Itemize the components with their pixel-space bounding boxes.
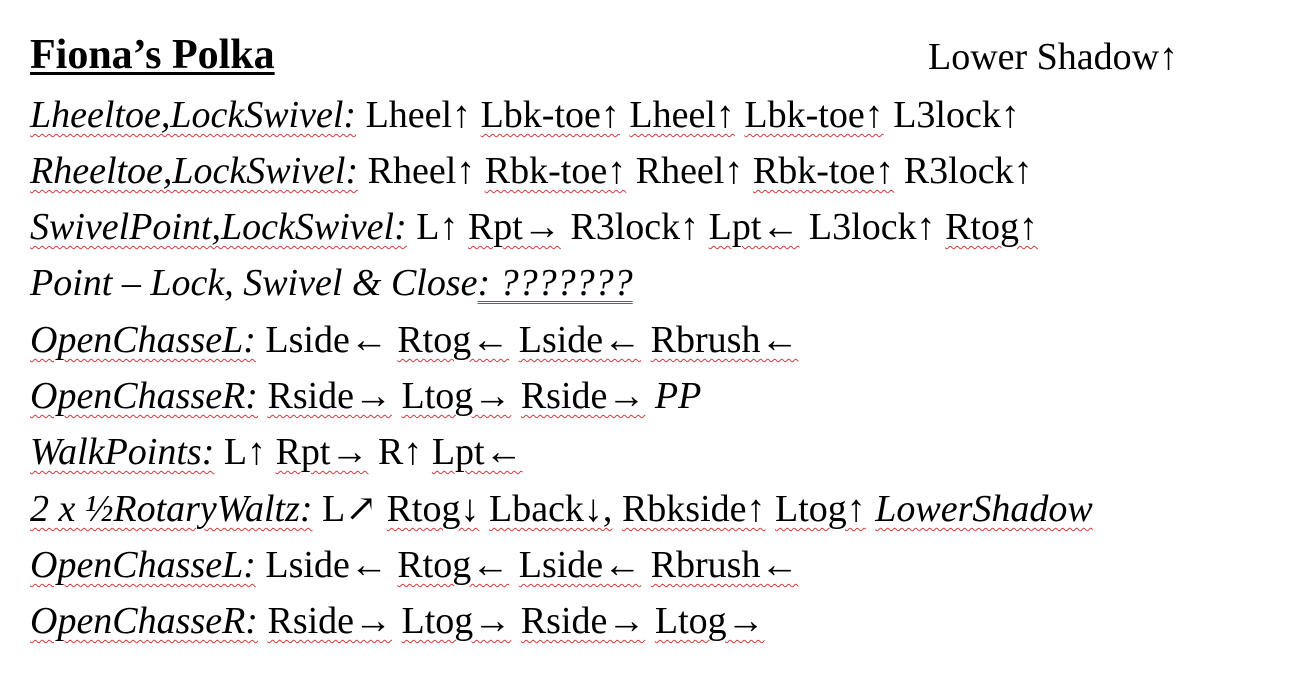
- step: Rtog←: [397, 319, 510, 361]
- figure-label: WalkPoints:: [30, 431, 215, 473]
- step: Lbk-toe↑: [480, 94, 620, 136]
- step: Ltog→: [401, 600, 512, 642]
- step: Rtog↓: [386, 488, 480, 530]
- step: Lbk-toe↑: [744, 94, 884, 136]
- lower-shadow-note: Lower Shadow↑: [928, 36, 1179, 78]
- step: Rheel↑: [635, 150, 744, 192]
- unknown-steps: : ???????: [477, 262, 633, 304]
- step: Lside←: [265, 319, 388, 361]
- figure-label: OpenChasseL:: [30, 319, 256, 361]
- step: Ltog→: [654, 600, 765, 642]
- figure-label: OpenChasseR:: [30, 600, 258, 642]
- figure-label: Lheeltoe,LockSwivel:: [30, 94, 357, 136]
- document-title: Fiona’s Polka: [30, 32, 275, 78]
- figure-label: 2 x ½RotaryWaltz:: [30, 488, 313, 530]
- step: Rbrush←: [650, 544, 799, 586]
- figure-label: Point – Lock, Swivel & Close: [30, 262, 478, 304]
- step-line-5: OpenChasseL: Lside← Rtog← Lside← Rbrush←: [30, 317, 798, 363]
- step-line-6: OpenChasseR: Rside→ Ltog→ Rside→ PP: [30, 373, 701, 419]
- step: Lpt←: [431, 431, 523, 473]
- step: L↑: [416, 206, 459, 248]
- step-line-1: Lheeltoe,LockSwivel: Lheel↑ Lbk-toe↑ Lhe…: [30, 92, 1020, 138]
- step: Lback↓,: [488, 488, 613, 530]
- step: Lside←: [265, 544, 388, 586]
- step: R3lock↑: [903, 150, 1033, 192]
- step: Rpt→: [275, 431, 369, 473]
- step: Rside→: [267, 375, 393, 417]
- step-line-4: Point – Lock, Swivel & Close: ???????: [30, 260, 633, 306]
- step: Rbk-toe↑: [752, 150, 895, 192]
- step: Lpt←: [708, 206, 800, 248]
- step-line-8: 2 x ½RotaryWaltz: L↗ Rtog↓ Lback↓, Rbksi…: [30, 486, 1093, 532]
- step: Rbk-toe↑: [484, 150, 627, 192]
- step: Rbrush←: [650, 319, 799, 361]
- step: L↑: [223, 431, 267, 473]
- step: Rside→: [520, 375, 646, 417]
- step: Ltog↑: [775, 488, 866, 530]
- step: L3lock↑: [893, 94, 1020, 136]
- step: L↗: [322, 488, 378, 530]
- step: Rpt→: [467, 206, 561, 248]
- step: Rside→: [520, 600, 646, 642]
- step: Lside←: [518, 319, 642, 361]
- step-note: PP: [654, 375, 702, 417]
- step: R3lock↑: [570, 206, 700, 248]
- step: Rheel↑: [367, 150, 476, 192]
- step: L3lock↑: [808, 206, 936, 248]
- figure-label: SwivelPoint,LockSwivel:: [30, 206, 407, 248]
- step: Rtog←: [397, 544, 510, 586]
- step-line-2: Rheeltoe,LockSwivel: Rheel↑ Rbk-toe↑ Rhe…: [30, 148, 1033, 194]
- step: Lside←: [518, 544, 642, 586]
- step-note: LowerShadow: [875, 488, 1093, 530]
- step: Rside→: [267, 600, 393, 642]
- step: Rtog↑: [945, 206, 1038, 248]
- step: Lheel↑: [365, 94, 472, 136]
- step: Ltog→: [401, 375, 512, 417]
- figure-label: OpenChasseL:: [30, 544, 256, 586]
- step-line-7: WalkPoints: L↑ Rpt→ R↑ Lpt←: [30, 429, 523, 475]
- step: Rbkside↑: [621, 488, 766, 530]
- step: Lheel↑: [629, 94, 735, 136]
- figure-label: OpenChasseR:: [30, 375, 258, 417]
- step-line-9: OpenChasseL: Lside← Rtog← Lside← Rbrush←: [30, 542, 798, 588]
- step: R↑: [377, 431, 423, 473]
- step-line-10: OpenChasseR: Rside→ Ltog→ Rside→ Ltog→: [30, 598, 765, 644]
- figure-label: Rheeltoe,LockSwivel:: [30, 150, 359, 192]
- step-line-3: SwivelPoint,LockSwivel: L↑ Rpt→ R3lock↑ …: [30, 204, 1038, 250]
